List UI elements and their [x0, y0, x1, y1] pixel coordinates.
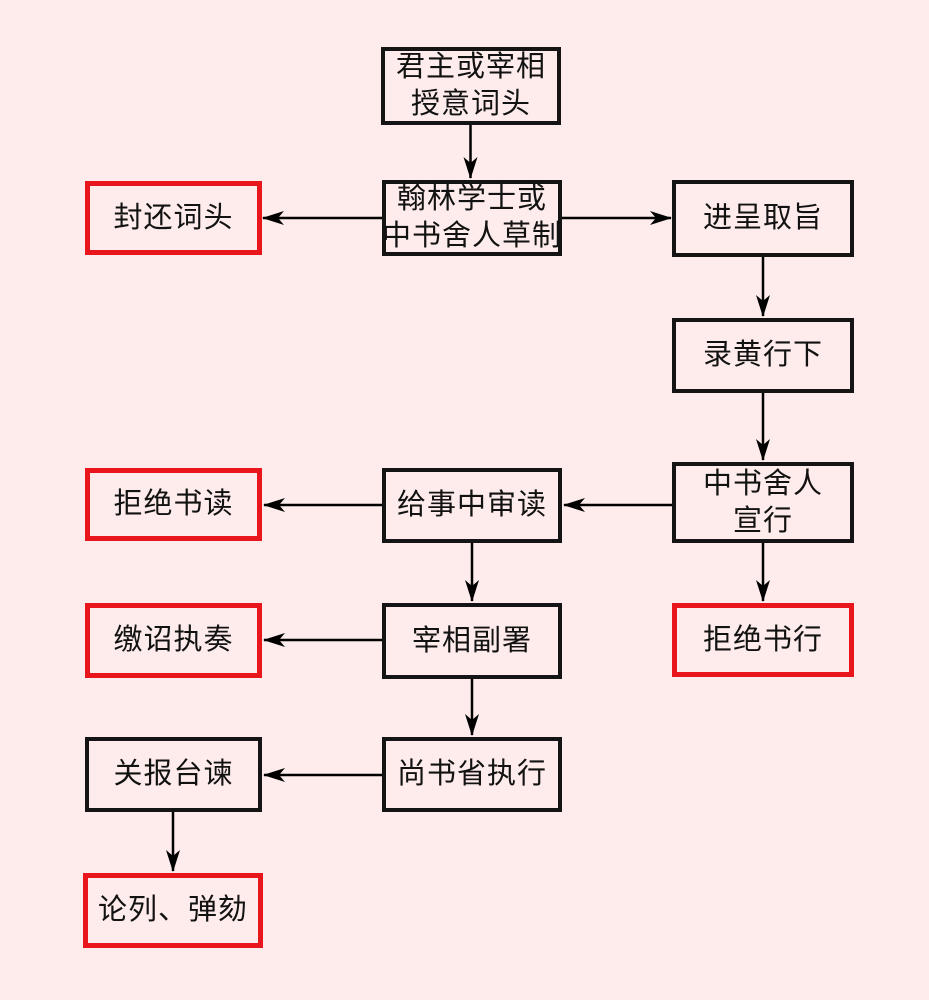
node-jiaozhao-zhizou-label: 缴诏执奏	[113, 624, 234, 656]
node-zaixiang-countersign: 宰相副署	[382, 603, 562, 679]
node-shangshusheng-execute-label: 尚书省执行	[396, 758, 547, 790]
node-guanbao-taijian: 关报台谏	[85, 737, 262, 812]
node-lunlie-tanhe: 论列、弹劾	[83, 873, 263, 948]
node-lunlie-tanhe-label: 论列、弹劾	[97, 894, 248, 926]
node-present-for-approval-label: 进呈取旨	[702, 202, 823, 234]
node-emperor-directive-line1: 君主或宰相	[395, 51, 546, 83]
node-return-cihou: 封还词头	[85, 181, 262, 255]
node-zhongshu-sheren-xuanxing-line1: 中书舍人	[702, 467, 823, 500]
node-present-for-approval: 进呈取旨	[672, 180, 854, 257]
node-luhuang-xingxia-label: 录黄行下	[702, 339, 823, 371]
node-zaixiang-countersign-label: 宰相副署	[411, 624, 532, 657]
node-jishizhong-review-label: 给事中审读	[396, 489, 547, 521]
node-hanlin-drafting-line2: 中书舍人草制	[382, 220, 563, 252]
node-jiaozhao-zhizou: 缴诏执奏	[85, 603, 262, 678]
node-jishizhong-review: 给事中审读	[382, 468, 562, 543]
node-refuse-shudu-label: 拒绝书读	[113, 488, 234, 520]
node-emperor-directive: 君主或宰相 授意词头	[381, 47, 561, 125]
node-zhongshu-sheren-xuanxing-line2: 宣行	[732, 504, 793, 537]
node-guanbao-taijian-label: 关报台谏	[113, 758, 234, 790]
node-hanlin-drafting: 翰林学士或 中书舍人草制	[382, 180, 562, 256]
node-return-cihou-label: 封还词头	[113, 201, 234, 234]
node-luhuang-xingxia: 录黄行下	[672, 318, 854, 393]
node-refuse-shuxing: 拒绝书行	[672, 603, 854, 677]
node-emperor-directive-line2: 授意词头	[410, 88, 531, 120]
node-shangshusheng-execute: 尚书省执行	[382, 737, 562, 812]
node-refuse-shudu: 拒绝书读	[85, 468, 262, 541]
node-zhongshu-sheren-xuanxing: 中书舍人 宣行	[672, 462, 854, 543]
node-hanlin-drafting-line1: 翰林学士或	[396, 183, 547, 215]
node-refuse-shuxing-label: 拒绝书行	[702, 623, 823, 656]
